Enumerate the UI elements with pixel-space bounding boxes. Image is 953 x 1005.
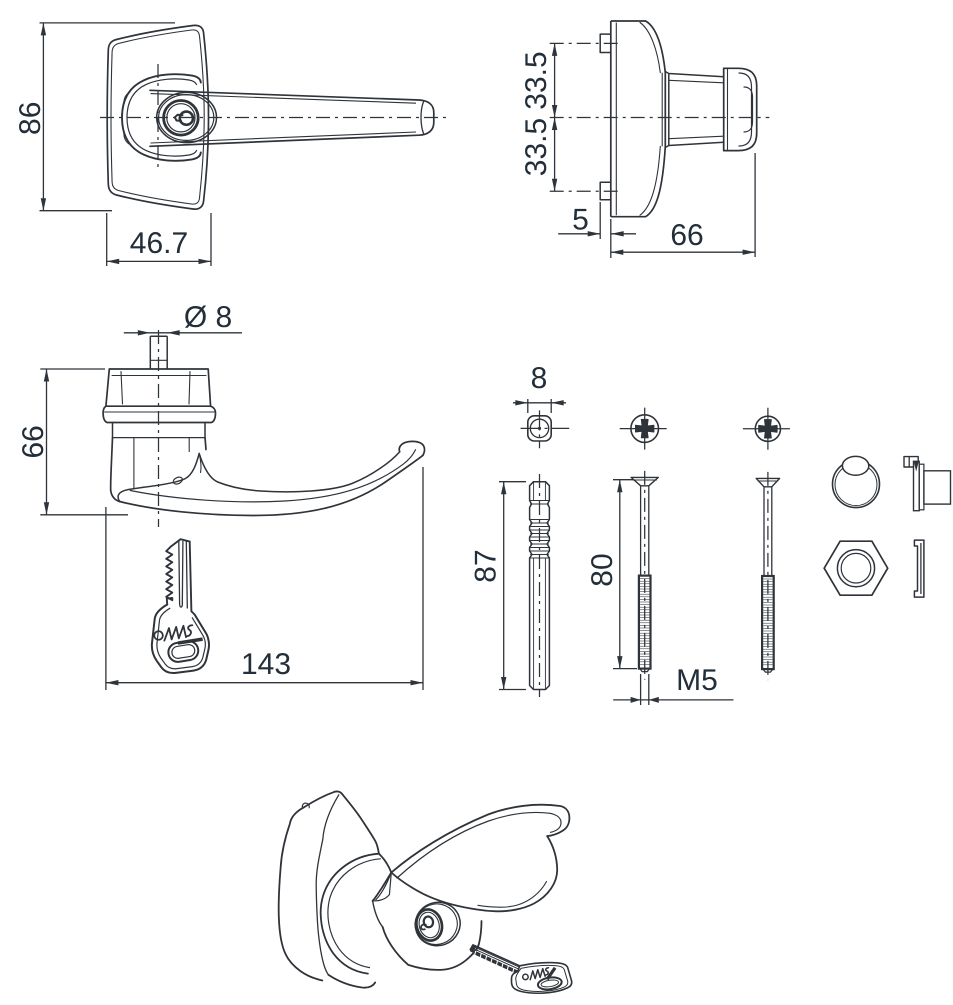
svg-text:8: 8 (531, 362, 548, 395)
svg-text:143: 143 (241, 648, 291, 681)
svg-text:86: 86 (14, 102, 47, 135)
svg-text:66: 66 (670, 219, 703, 252)
svg-text:33.5: 33.5 (520, 118, 553, 176)
svg-text:87: 87 (470, 549, 503, 582)
svg-text:33.5: 33.5 (520, 51, 553, 109)
svg-text:80: 80 (586, 553, 619, 586)
svg-text:M5: M5 (676, 664, 718, 697)
svg-text:Ø 8: Ø 8 (184, 301, 232, 334)
svg-text:66: 66 (17, 425, 50, 458)
svg-text:46.7: 46.7 (130, 227, 188, 260)
svg-text:5: 5 (572, 204, 589, 237)
